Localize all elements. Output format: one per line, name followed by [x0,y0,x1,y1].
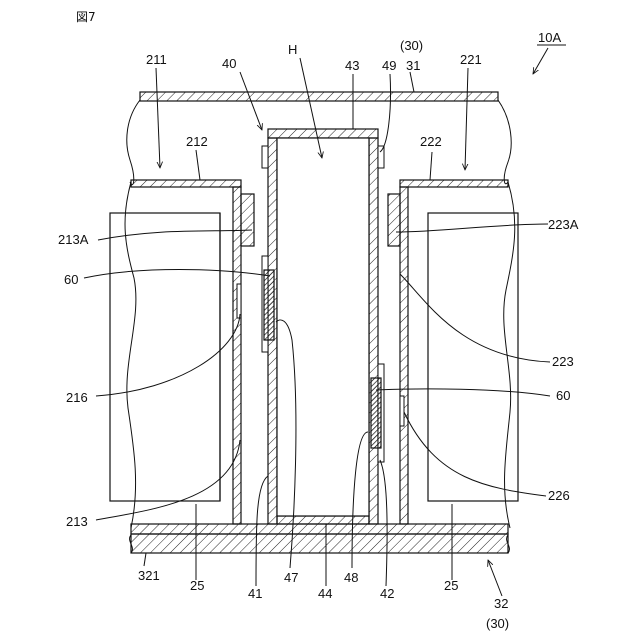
label-32: 32 [494,596,508,611]
center-tube-bottom-44 [277,516,369,524]
right-sensor-226 [400,396,404,426]
base-layer-44 [131,524,508,534]
label-211: 211 [146,52,167,67]
label-60-right: 60 [556,388,570,403]
leader-10A [533,48,548,74]
leader-221 [465,68,468,170]
right-cell-outline [428,213,518,501]
label-30-top: (30) [400,38,423,53]
leader-60-left [84,270,270,279]
leader-31 [410,72,414,92]
leader-213 [96,440,240,520]
label-47: 47 [284,570,298,585]
label-221: 221 [460,52,482,67]
leader-321 [144,553,146,566]
leader-212 [196,150,200,180]
bottom-plate-321 [131,534,508,553]
label-226: 226 [548,488,570,503]
label-222: 222 [420,134,442,149]
left-module-wall [233,187,241,524]
left-cap-lug [262,146,268,168]
label-212: 212 [186,134,208,149]
label-25-left: 25 [190,578,204,593]
center-hollow-H [277,138,369,516]
center-tube-top-43 [268,129,378,138]
label-213A: 213A [58,232,89,247]
label-41: 41 [248,586,262,601]
leader-223 [400,274,550,362]
left-block-213A [241,194,254,246]
label-30-bottom: (30) [486,616,509,631]
break-line-upper-right [498,100,511,184]
label-60-left: 60 [64,272,78,287]
break-line-upper-left [127,100,140,185]
left-sensor-216 [237,284,241,318]
label-40: 40 [222,56,236,71]
right-block-223A [388,194,400,246]
label-25-right: 25 [444,578,458,593]
right-heater-60 [371,378,381,448]
right-cap-lug [378,146,384,168]
label-10A: 10A [538,30,561,45]
label-223: 223 [552,354,574,369]
leader-42 [380,460,387,586]
leader-49 [380,74,391,152]
label-44: 44 [318,586,332,601]
label-223A: 223A [548,217,579,232]
leader-223A [396,224,548,232]
center-tube-right-wall-42 [369,138,378,524]
leader-32 [488,560,502,596]
leader-222 [430,152,432,180]
label-43: 43 [345,58,359,73]
leader-216 [96,314,240,396]
label-42: 42 [380,586,394,601]
label-H: H [288,42,297,57]
label-31: 31 [406,58,420,73]
leader-211 [156,68,160,168]
leader-226 [404,412,546,496]
label-216: 216 [66,390,88,405]
right-module-top-222 [400,180,508,187]
label-213: 213 [66,514,88,529]
break-line-lower-left [125,182,136,528]
label-48: 48 [344,570,358,585]
right-module-wall [400,187,408,524]
left-cell-outline [110,213,220,501]
label-49: 49 [382,58,396,73]
left-module-top-212 [131,180,241,187]
left-heater-60 [264,270,274,340]
top-plate-31 [140,92,498,101]
label-321: 321 [138,568,160,583]
leader-213A [98,230,252,240]
